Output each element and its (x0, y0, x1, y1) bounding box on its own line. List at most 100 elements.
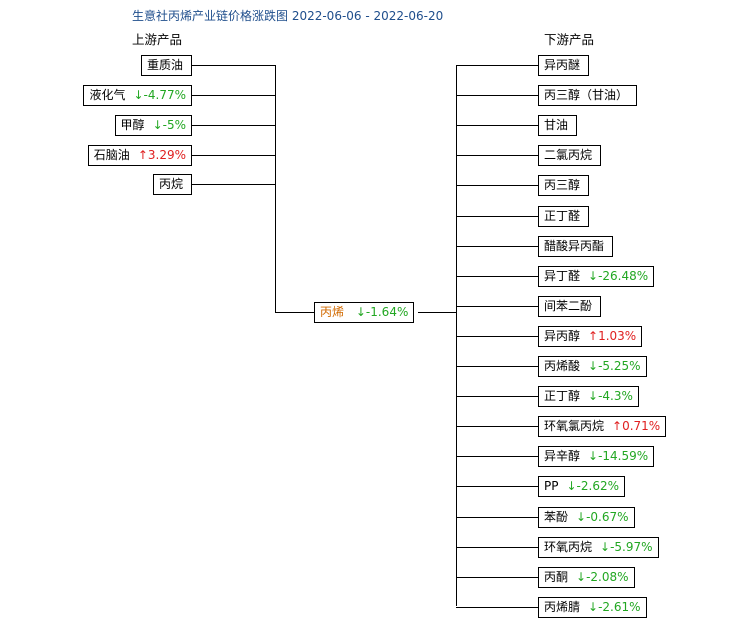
downstream-connector-line (456, 517, 538, 518)
downstream-node[interactable]: 异辛醇 ↓-14.59% (538, 446, 655, 467)
downstream-connector-line (456, 366, 538, 367)
center-node-name: 丙烯 (320, 305, 345, 319)
downstream-node-change: ↑0.71% (612, 419, 661, 433)
downstream-node[interactable]: 甘油 (538, 115, 578, 136)
downstream-node[interactable]: 丙烯酸 ↓-5.25% (538, 356, 647, 377)
upstream-node-name: 甲醇 (120, 118, 145, 132)
downstream-node[interactable]: 环氧氯丙烷 ↑0.71% (538, 416, 667, 437)
downstream-node[interactable]: 间苯二酚 (538, 296, 602, 317)
downstream-node[interactable]: 丙三醇 (538, 175, 590, 196)
downstream-node-name: 环氧氯丙烷 (544, 419, 605, 433)
downstream-node-name: 正丁醇 (544, 389, 581, 403)
downstream-connector-line (456, 216, 538, 217)
down-arrow-icon: ↓ (588, 359, 599, 373)
upstream-node[interactable]: 重质油 (140, 55, 192, 76)
downstream-connector-line (456, 125, 538, 126)
down-arrow-icon: ↓ (133, 88, 144, 102)
downstream-node-name: 异辛醇 (544, 449, 581, 463)
downstream-node[interactable]: 苯酚 ↓-0.67% (538, 507, 635, 528)
center-node[interactable]: 丙烯 ↓-1.64% (314, 302, 415, 323)
downstream-node[interactable]: PP↓-2.62% (538, 476, 625, 497)
down-arrow-icon: ↓ (576, 570, 587, 584)
downstream-connector-line (456, 185, 538, 186)
downstream-node-change: ↓-26.48% (588, 269, 649, 283)
downstream-node[interactable]: 正丁醛 (538, 206, 590, 227)
upstream-node-name: 石脑油 (93, 148, 130, 162)
upstream-node-change: ↓-4.77% (133, 88, 186, 102)
upstream-node[interactable]: 石脑油 ↑3.29% (87, 145, 192, 166)
downstream-node-name: PP (544, 479, 559, 493)
downstream-node-name: 丙三醇 (544, 178, 581, 192)
upstream-header: 上游产品 (132, 32, 183, 47)
downstream-node-name: 异丙醇 (544, 329, 581, 343)
down-arrow-icon: ↓ (588, 389, 599, 403)
upstream-node-name: 重质油 (146, 58, 183, 72)
downstream-connector-line (456, 155, 538, 156)
upstream-node-change: ↑3.29% (137, 148, 186, 162)
page-title: 生意社丙烯产业链价格涨跌图 2022-06-06 - 2022-06-20 (132, 9, 444, 23)
downstream-node[interactable]: 丙酮 ↓-2.08% (538, 567, 635, 588)
downstream-node-name: 丙烯酸 (544, 359, 581, 373)
upstream-node[interactable]: 甲醇 ↓-5% (114, 115, 192, 136)
downstream-node[interactable]: 丙烯腈↓-2.61% (538, 597, 647, 618)
downstream-connector-line (456, 577, 538, 578)
up-arrow-icon: ↑ (588, 329, 599, 343)
downstream-connector-line (456, 607, 538, 608)
down-arrow-icon: ↓ (588, 269, 599, 283)
downstream-node[interactable]: 丙三醇（甘油） (538, 85, 638, 106)
down-arrow-icon: ↓ (588, 600, 599, 614)
downstream-node-change: ↓-5.97% (600, 540, 653, 554)
upstream-node-name: 液化气 (89, 88, 126, 102)
downstream-node[interactable]: 环氧丙烷 ↓-5.97% (538, 537, 659, 558)
center-node-change: ↓-1.64% (355, 305, 409, 319)
upstream-trunk-line (275, 65, 276, 312)
down-arrow-icon: ↓ (152, 118, 163, 132)
downstream-node-name: 丙三醇（甘油） (544, 88, 629, 102)
upstream-to-center-line (275, 312, 315, 313)
upstream-connector-line (192, 65, 275, 66)
upstream-connector-line (192, 155, 275, 156)
downstream-connector-line (456, 486, 538, 487)
downstream-node[interactable]: 二氯丙烷 (538, 145, 602, 166)
downstream-node-name: 丙酮 (544, 570, 569, 584)
downstream-node-name: 苯酚 (544, 510, 569, 524)
down-arrow-icon: ↓ (600, 540, 611, 554)
up-arrow-icon: ↑ (137, 148, 148, 162)
downstream-connector-line (456, 65, 538, 66)
downstream-node-name: 异丙醚 (544, 58, 581, 72)
upstream-connector-line (192, 184, 275, 185)
center-to-downstream-line (418, 312, 456, 313)
downstream-node-change: ↓-2.08% (576, 570, 629, 584)
down-arrow-icon: ↓ (576, 510, 587, 524)
upstream-node-name: 丙烷 (158, 177, 183, 191)
upstream-node[interactable]: 液化气 ↓-4.77% (83, 85, 192, 106)
downstream-connector-line (456, 336, 538, 337)
downstream-connector-line (456, 246, 538, 247)
downstream-node-change: ↓-0.67% (576, 510, 629, 524)
downstream-node[interactable]: 异丙醚 (538, 55, 590, 76)
upstream-connector-line (192, 125, 275, 126)
downstream-node[interactable]: 正丁醇 ↓-4.3% (538, 386, 639, 407)
downstream-trunk-line (456, 65, 457, 606)
downstream-connector-line (456, 396, 538, 397)
down-arrow-icon: ↓ (566, 479, 577, 493)
downstream-node-name: 间苯二酚 (544, 299, 593, 313)
upstream-node[interactable]: 丙烷 (152, 174, 192, 195)
downstream-connector-line (456, 95, 538, 96)
downstream-node-name: 正丁醛 (544, 209, 581, 223)
down-arrow-icon: ↓ (588, 449, 599, 463)
downstream-node-change: ↑1.03% (588, 329, 637, 343)
downstream-node-name: 甘油 (544, 118, 569, 132)
downstream-node-change: ↓-4.3% (588, 389, 633, 403)
downstream-node-change: ↓-14.59% (588, 449, 649, 463)
downstream-connector-line (456, 456, 538, 457)
downstream-node[interactable]: 醋酸异丙酯 (538, 236, 614, 257)
up-arrow-icon: ↑ (612, 419, 623, 433)
downstream-node-change: ↓-5.25% (588, 359, 641, 373)
upstream-node-change: ↓-5% (152, 118, 186, 132)
downstream-connector-line (456, 547, 538, 548)
downstream-node[interactable]: 异丁醛↓-26.48% (538, 266, 655, 287)
downstream-node-name: 环氧丙烷 (544, 540, 593, 554)
downstream-node[interactable]: 异丙醇 ↑1.03% (538, 326, 643, 347)
